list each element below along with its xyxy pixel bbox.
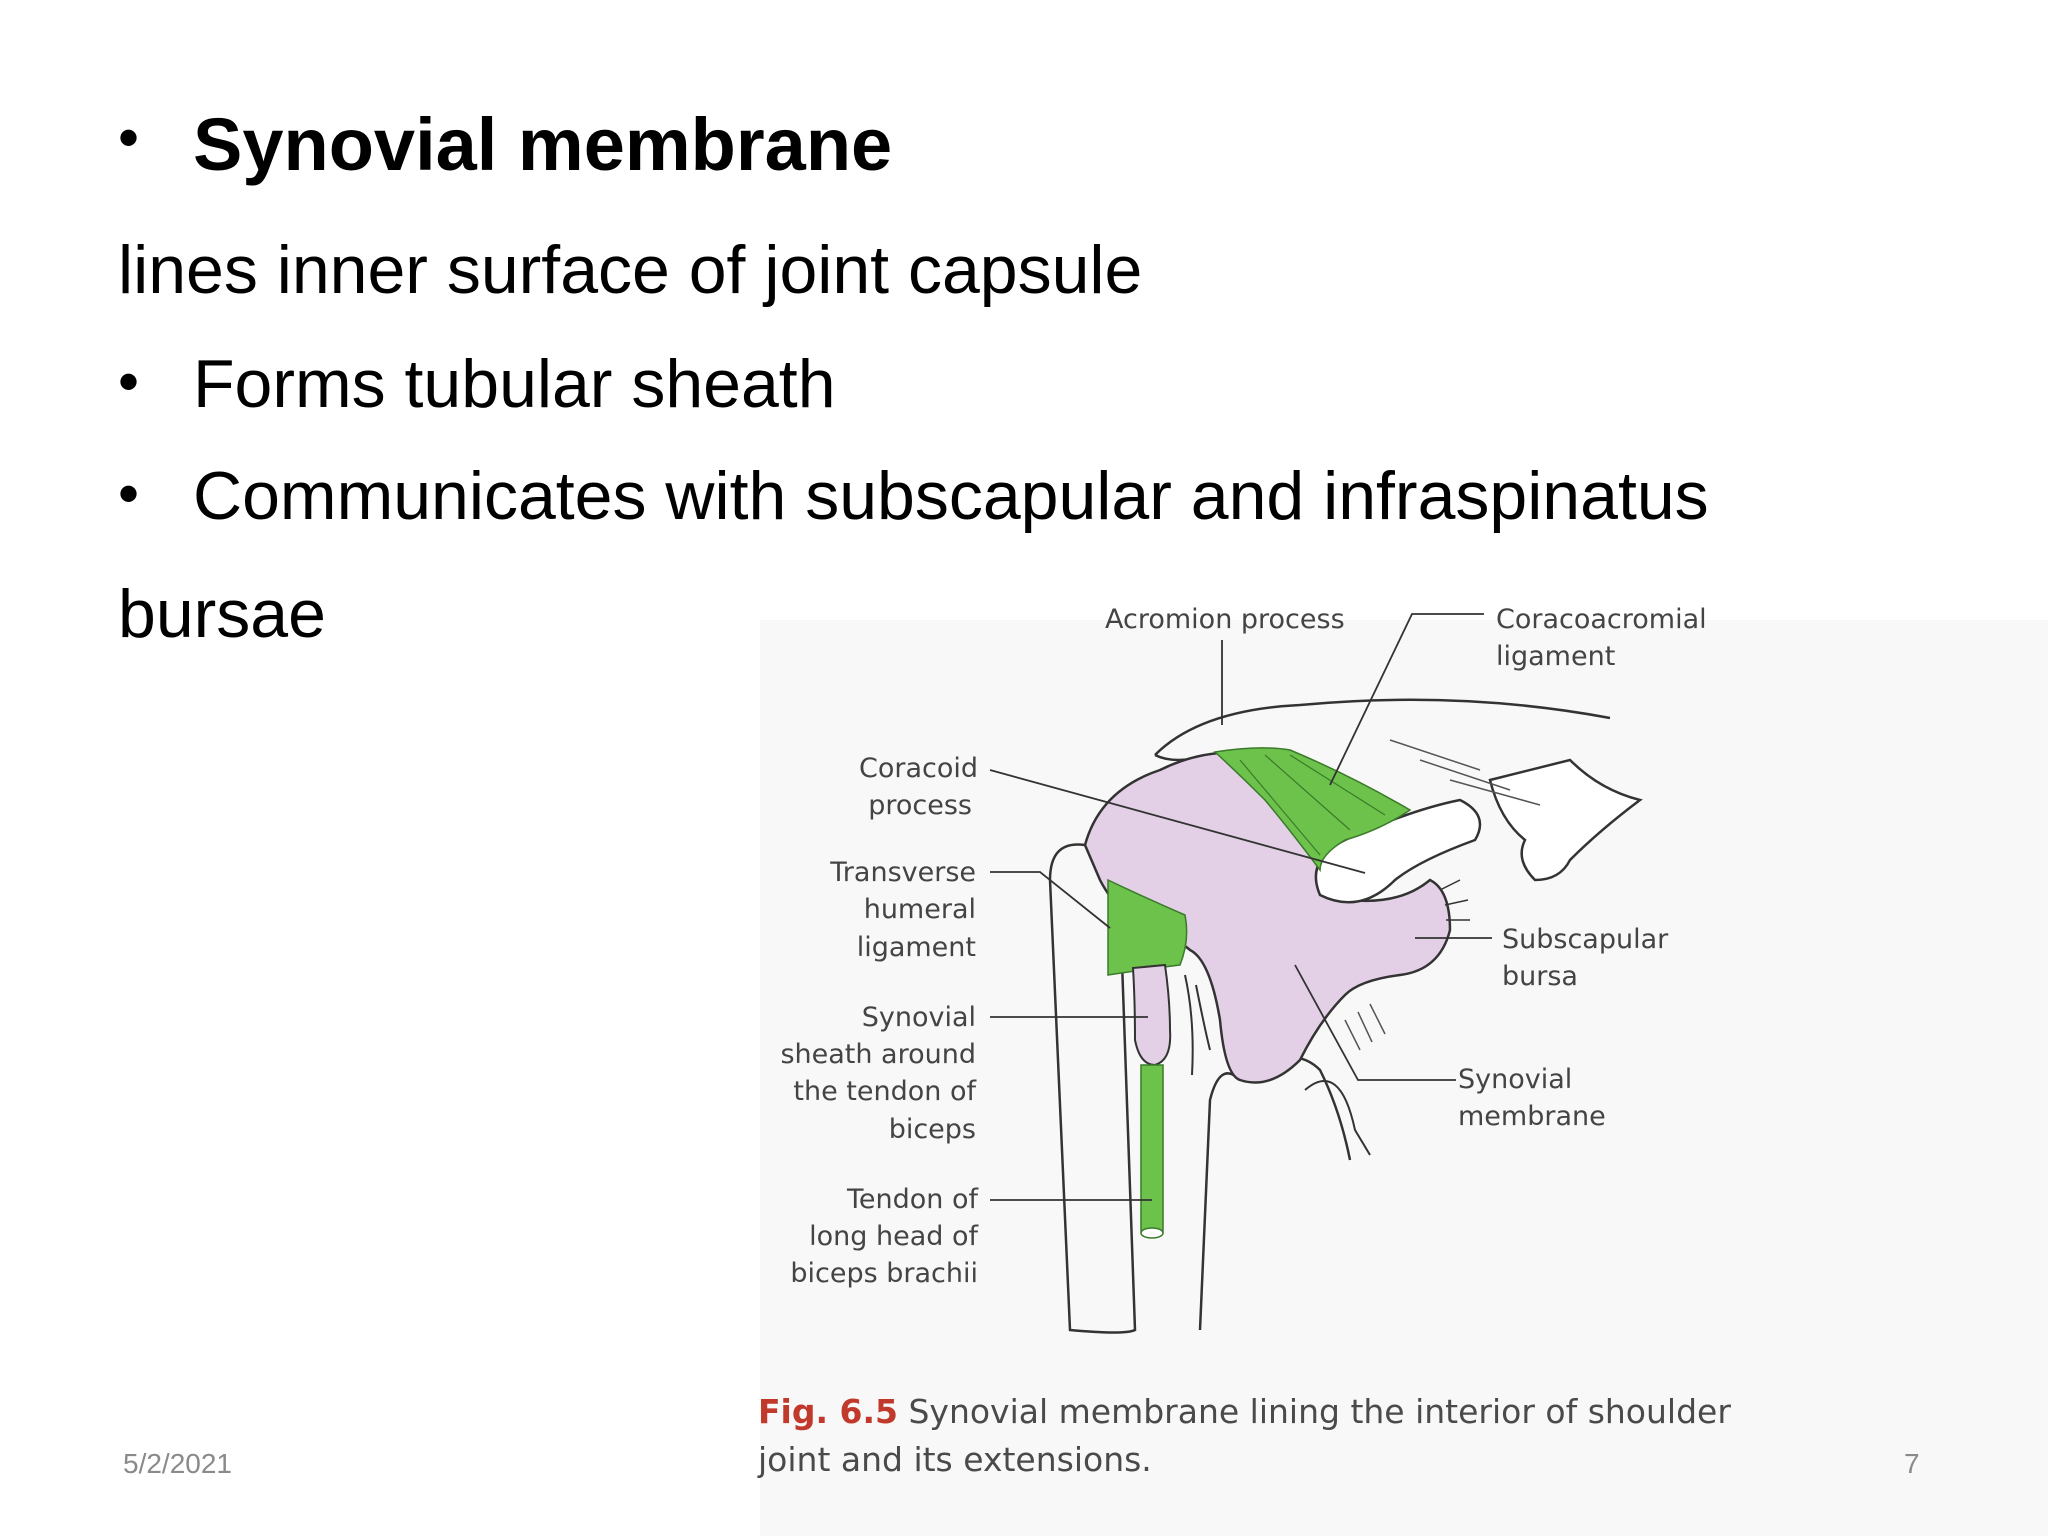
label-coracoid-2: process [868, 790, 972, 821]
label-transverse-3: ligament [857, 932, 976, 963]
humerus-shaft-right [1198, 1072, 1241, 1331]
label-coracoid-1: Coracoid [859, 753, 978, 784]
label-transverse-2: humeral [864, 894, 976, 925]
leader-transverse [990, 871, 1111, 929]
biceps-tendon-shape [1140, 1064, 1164, 1234]
label-sheath-2: sheath around [780, 1039, 976, 1070]
scapula-hatch-3 [1449, 779, 1541, 806]
label-subscapular-2: bursa [1502, 961, 1578, 992]
hatch-synovial [1344, 1003, 1386, 1051]
slide-bullet-3: Communicates with subscapular and infras… [193, 458, 1709, 534]
label-sheath-4: biceps [889, 1114, 976, 1145]
shoulder-joint-diagram: Acromion process Coracoacromial ligament… [780, 604, 1707, 1334]
label-transverse-1: Transverse [829, 857, 976, 888]
glenoid-rim [1304, 1080, 1371, 1156]
caption-figure-number: Fig. 6.5 [758, 1392, 898, 1431]
coracoacromial-ligament-shape [1213, 747, 1412, 873]
leader-coracoid [989, 769, 1366, 874]
label-coracoacromial-1: Coracoacromial [1496, 604, 1707, 635]
bullet-heading: • [118, 104, 140, 171]
label-tendon-1: Tendon of [846, 1184, 980, 1215]
leader-synovial-membrane [1294, 964, 1456, 1081]
slide-line-1: lines inner surface of joint capsule [118, 232, 1143, 308]
ligament-fiber-2 [1264, 754, 1351, 831]
scapula-hatch-1 [1389, 739, 1481, 771]
bursa-fringe [1439, 879, 1470, 921]
scapula-hatch-2 [1419, 759, 1511, 791]
label-sheath-1: Synovial [862, 1002, 976, 1033]
figure-panel [760, 620, 2048, 1536]
label-synovial-membrane-2: membrane [1458, 1101, 1606, 1132]
label-acromion: Acromion process [1105, 604, 1345, 635]
footer-date: 5/2/2021 [123, 1448, 232, 1479]
label-subscapular-1: Subscapular [1502, 924, 1669, 955]
footer-page-number: 7 [1904, 1448, 1920, 1479]
slide-heading: Synovial membrane [193, 103, 893, 186]
label-coracoacromial-2: ligament [1496, 641, 1615, 672]
acromion [1154, 698, 1611, 756]
leader-coracoacromial [1329, 613, 1484, 786]
intertubercular-ridge [1184, 974, 1211, 1076]
bullet-3: • [118, 460, 140, 527]
ligament-fiber-1 [1239, 759, 1321, 856]
label-synovial-membrane-1: Synovial [1458, 1064, 1572, 1095]
ligament-fiber-3 [1289, 754, 1386, 816]
label-tendon-3: biceps brachii [790, 1258, 978, 1289]
slide-bullet-2: Forms tubular sheath [193, 346, 836, 422]
bullet-2: • [118, 348, 140, 415]
scapula-body [1488, 758, 1643, 882]
slide-line-4: bursae [118, 576, 326, 652]
caption-text: Synovial membrane lining the interior of… [758, 1392, 1731, 1479]
biceps-tendon-end [1140, 1227, 1164, 1239]
label-tendon-2: long head of [809, 1221, 979, 1252]
figure-caption: Fig. 6.5 Synovial membrane lining the in… [758, 1388, 1758, 1484]
biceps-synovial-sheath-shape [1131, 963, 1172, 1067]
label-sheath-3: the tendon of [793, 1076, 977, 1107]
